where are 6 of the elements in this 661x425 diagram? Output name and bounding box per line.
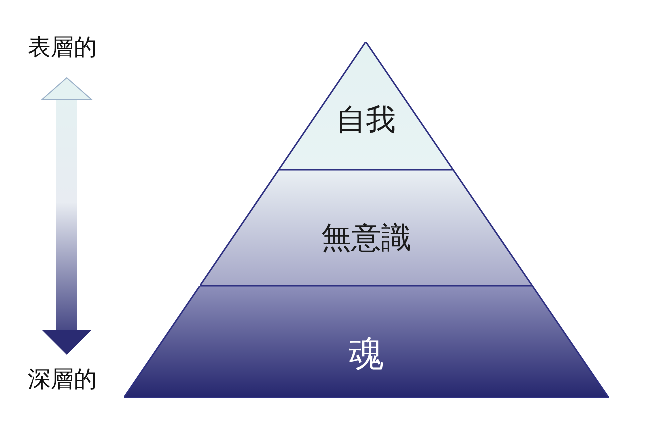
- tier-label: 自我: [335, 102, 397, 140]
- double-arrow: [42, 78, 92, 355]
- tier-label: 無意識: [320, 220, 412, 258]
- level-label: 表層的: [28, 34, 97, 62]
- level-label: 深層的: [28, 366, 97, 394]
- tier-label: 魂: [348, 333, 386, 377]
